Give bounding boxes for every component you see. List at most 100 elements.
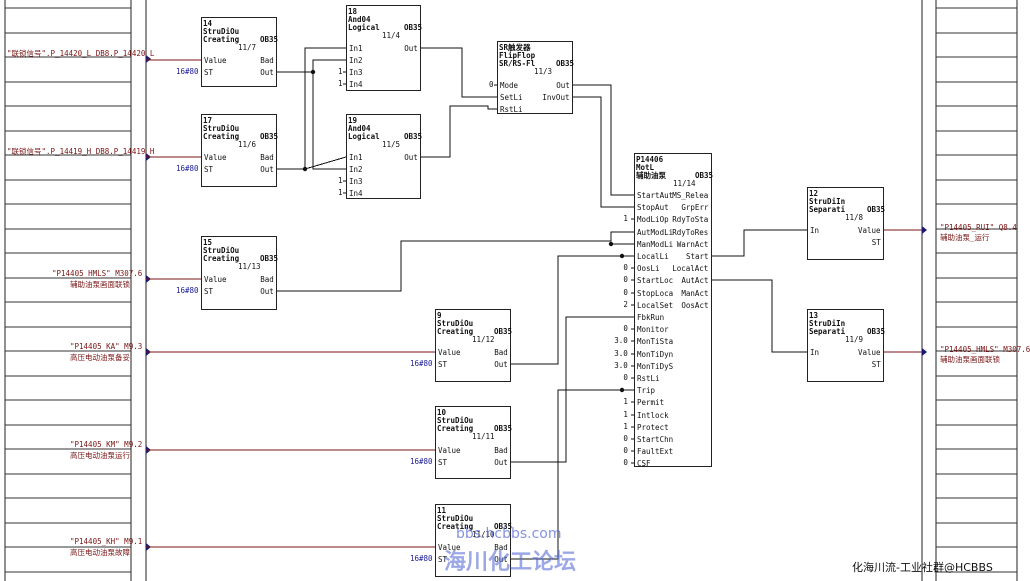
input-pin-stopaut: StopAut (637, 203, 669, 213)
motor-input-constant: 0 (623, 288, 628, 297)
output-pin-invout: InvOut (542, 93, 570, 102)
input-pin-manmodli: ManModLi (637, 239, 674, 249)
block-name: 10 (437, 408, 447, 417)
st-constant: 16#80 (176, 164, 199, 173)
output-pin-warnact: WarnAct (676, 239, 709, 249)
wire-15-to-automodli (277, 231, 634, 292)
block-run-sequence: 11/14 (673, 179, 696, 188)
block-name: 11 (437, 506, 447, 515)
input-pin-value: Value (438, 446, 461, 455)
wire-junction (619, 253, 625, 259)
right-signal-comment: 辅助油泵画面联锁 (940, 355, 1000, 364)
input-pin-value: Value (438, 543, 461, 552)
wire-autact-to-13 (712, 279, 807, 353)
output-pin-bad: Bad (260, 275, 274, 284)
output-pin-value: Value (858, 226, 881, 235)
output-pin-autact: AutAct (681, 276, 709, 286)
output-pin-oosact: OosAct (681, 300, 709, 310)
output-pin-out: Out (494, 458, 508, 467)
input-pin-mode: Mode (500, 81, 519, 90)
input-pin-value: Value (438, 348, 461, 357)
input-pin-st: ST (438, 555, 448, 564)
motor-input-constant: 2 (623, 300, 628, 309)
block-run-sequence: 11/9 (845, 335, 864, 344)
block-run-sequence: 11/8 (845, 213, 864, 222)
block-subtype: Separati (809, 205, 846, 214)
input-pin-localli: LocalLi (637, 252, 669, 261)
and-input-constant: 1 (338, 176, 343, 185)
input-pin-setli: SetLi (500, 93, 523, 102)
input-pin-st: ST (204, 287, 214, 296)
block-ob: OB35 (404, 132, 423, 141)
block-name: 17 (203, 116, 213, 125)
and-input-constant: 1 (338, 67, 343, 76)
wire-17-to-18 (277, 47, 346, 170)
output-pin-value: Value (858, 348, 881, 357)
left-signal-label: "P14405_KA" M9.3 (70, 342, 143, 351)
block-run-sequence: 11/12 (472, 335, 495, 344)
block-type: StruDiOu (437, 319, 474, 328)
block-subtype: Logical (348, 132, 380, 141)
input-pin-in4: In4 (349, 80, 363, 89)
wire-14-to-18 (277, 59, 346, 73)
output-pin-out: Out (260, 68, 274, 77)
output-pin-out: Out (556, 81, 570, 90)
block-subtype: Separati (809, 327, 846, 336)
watermark-corner: 化海川流-工业社群@HCBBS (852, 561, 993, 574)
motor-input-constant: 3.0 (614, 336, 628, 345)
output-pin-bad: Bad (494, 543, 508, 552)
motor-input-constant: 0 (623, 275, 628, 284)
input-pin-in3: In3 (349, 68, 363, 77)
block-type: And04 (348, 124, 371, 133)
output-pin-out: Out (494, 555, 508, 564)
block-ob: OB35 (404, 23, 423, 32)
left-signal-label: "联锁信号".P_14420_L DB8.P_14420_L (7, 49, 155, 58)
wire-junction (619, 387, 625, 393)
block-run-sequence: 11/5 (382, 140, 401, 149)
block-name: 18 (348, 7, 358, 16)
right-signal-comment: 辅助油泵_运行 (940, 233, 990, 242)
left-signal-comment: 高压电动油泵故障 (70, 548, 130, 557)
input-pin-in1: In1 (349, 153, 363, 162)
block-ob: OB35 (260, 35, 279, 44)
input-pin-in2: In2 (349, 56, 363, 65)
motor-input-constant: 1 (623, 214, 628, 223)
motor-input-constant: 0 (623, 324, 628, 333)
wire-start-to-12 (712, 229, 807, 257)
output-pin-out: Out (494, 360, 508, 369)
left-signal-label: "P14405_HMLS" M307.6 (52, 269, 143, 278)
block-type: StruDiIn (809, 319, 846, 328)
block-ob: OB35 (260, 254, 279, 263)
watermark-site: bbs.hcbbs.com (456, 526, 562, 542)
input-pin-startchn: StartChn (637, 435, 674, 444)
input-pin-fbkrun: FbkRun (637, 313, 665, 322)
block-name: 9 (437, 311, 442, 320)
input-pin-st: ST (204, 68, 214, 77)
block-ob: OB35 (260, 132, 279, 141)
input-pin-intlock: Intlock (637, 410, 669, 420)
output-pin-rdytores: RdyToRes (672, 227, 709, 237)
input-pin-st: ST (438, 360, 448, 369)
motor-input-constant: 1 (623, 397, 628, 406)
block-ob: OB35 (556, 59, 575, 68)
output-pin-st: ST (871, 238, 881, 247)
input-pin-in2: In2 (349, 165, 363, 174)
output-pin-out: Out (404, 153, 418, 162)
wire-junction (302, 166, 308, 172)
block-ob: OB35 (867, 205, 886, 214)
st-constant: 16#80 (176, 286, 199, 295)
block-type: StruDiIn (809, 197, 846, 206)
output-pin-bad: Bad (494, 446, 508, 455)
